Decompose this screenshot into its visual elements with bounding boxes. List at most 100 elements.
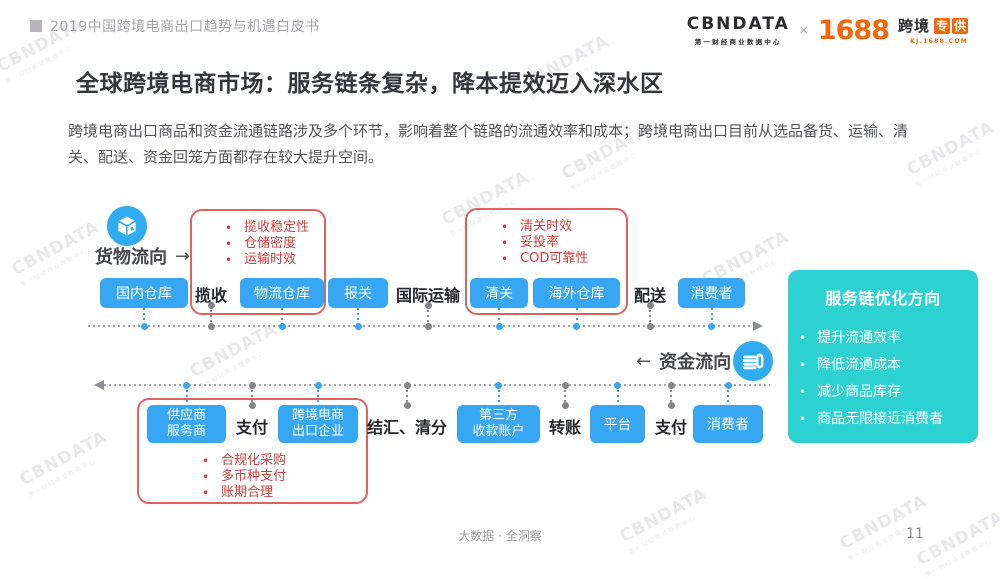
callout-bullet-text: 运输时效	[244, 252, 297, 267]
flow-connector	[710, 308, 713, 326]
flow-node-label: 国内仓库	[116, 286, 172, 302]
diagram: 货物流向 → ← 资金流向 国内仓库揽收物流仓库报关国际运输清关海外仓库配送	[88, 206, 773, 504]
bullet-icon: •	[799, 385, 807, 399]
bullet-icon: •	[225, 237, 233, 251]
panel-title: 服务链优化方向	[825, 289, 941, 308]
flow-connector	[251, 385, 253, 405]
callout-bullet: •妥投率	[501, 235, 588, 251]
flow-node-button: 清关	[470, 278, 528, 308]
callout-bullet-text: 妥投率	[520, 235, 560, 250]
logo-1688: 1688	[817, 14, 890, 46]
gong-block: 供	[952, 17, 968, 34]
flow-connector	[406, 385, 408, 405]
panel-bullet-text: 商品无限接近消费者	[817, 411, 944, 427]
kuajing-text: 跨境	[897, 17, 930, 35]
flow-node-label: 出口企业	[291, 424, 344, 439]
bullet-icon: •	[202, 454, 210, 468]
bullet-icon: •	[225, 253, 233, 267]
flow-node-text: 揽收	[194, 286, 228, 305]
flow-node-label: 跨境电商	[291, 408, 344, 423]
flow-node-button: 国内仓库	[100, 278, 188, 308]
callout-bullet: • 运输时效	[225, 252, 309, 268]
callout-bullet: •合规化采购	[202, 453, 286, 469]
bullet-icon: •	[202, 486, 210, 500]
flow-dot	[495, 322, 503, 330]
flow-node-label: 消费者	[690, 286, 733, 302]
callout-bullet: •COD可靠性	[501, 251, 588, 267]
flow-connector	[497, 385, 500, 405]
flow-connector	[427, 305, 429, 326]
goods-flow-line	[88, 325, 754, 327]
flow-connector	[143, 308, 145, 326]
flow-node-button: 供应商服务商	[147, 405, 226, 443]
flow-node-button: 物流仓库	[240, 278, 324, 308]
callout-bullet-list: •合规化采购•多币种支付•账期合理	[202, 453, 286, 501]
flow-connector	[185, 385, 188, 405]
flow-node-button: 跨境电商出口企业	[278, 405, 358, 443]
brand-lockup: CBNDATA 第一财经商业数据中心 × 1688 跨境 专 供 KJ.1688…	[687, 14, 968, 46]
page-title: 全球跨境电商市场：服务链条复杂，降本提效迈入深水区	[76, 71, 664, 97]
flow-dot	[646, 301, 654, 309]
flow-node-text: 配送	[633, 286, 667, 305]
flow-dot	[646, 322, 654, 330]
flow-dot	[561, 381, 569, 389]
callout-bullet: • 揽收稳定性	[225, 220, 309, 236]
bullet-icon: •	[225, 221, 233, 235]
flow-dot	[708, 322, 715, 330]
flow-dot	[248, 381, 256, 389]
callout-bullet-text: 揽收稳定性	[244, 220, 310, 235]
flow-node-button: 平台	[590, 405, 645, 443]
flow-node-label: 服务商	[166, 424, 206, 439]
flow-dot	[403, 401, 411, 409]
flow-connector	[357, 308, 359, 326]
zhuan-block: 专	[934, 17, 950, 34]
flow-node-label: 清关	[485, 286, 513, 302]
goods-flow-label-text: 货物流向	[95, 247, 167, 268]
callout-bullet-list: •清关时效•妥投率•COD可靠性	[501, 219, 588, 267]
cbndata-logo: CBNDATA 第一财经商业数据中心	[687, 14, 790, 46]
header-doc-title: 2019中国跨境电商出口趋势与机遇白皮书	[50, 19, 320, 35]
flow-node-label: 消费者	[707, 417, 749, 433]
intro-paragraph: 跨境电商出口商品和资金流通链路涉及多个环节，影响着整个链路的流通效率和成本；跨境…	[68, 122, 909, 166]
right-arrow-icon: →	[175, 245, 191, 267]
page-number: 11	[906, 526, 924, 542]
flow-node-button: 消费者	[693, 405, 763, 443]
flow-dot	[278, 322, 286, 330]
left-arrow-icon: ←	[636, 350, 652, 372]
flow-dot	[314, 381, 322, 389]
flow-dot	[183, 381, 190, 389]
panel-bullet: •提升流通效率	[799, 325, 978, 352]
callout-bullet-list: •揽收稳定性•仓储密度•运输时效	[225, 220, 309, 268]
flow-dot	[561, 401, 569, 409]
flow-dot	[403, 381, 411, 389]
money-icon	[733, 341, 773, 381]
panel-bullet: •降低流通成本	[799, 352, 978, 379]
flow-node-button: 第三方收款账户	[457, 405, 540, 443]
flow-connector	[564, 385, 566, 405]
panel-bullet-list: •提升流通效率•降低流通成本 • 减少商品库存 • 商品无限接近消费者	[788, 325, 978, 433]
flow-node-label: 报关	[344, 286, 372, 302]
goods-line-arrowhead-icon	[753, 321, 763, 331]
goods-flow-label: 货物流向 →	[95, 243, 190, 269]
callout-bullet-text: COD可靠性	[520, 251, 589, 266]
capital-line-arrowhead-icon	[94, 380, 104, 390]
flow-node-button: 消费者	[678, 278, 745, 308]
flow-node-label: 第三方	[478, 408, 518, 423]
multiply-icon: ×	[798, 23, 809, 37]
flow-dot	[140, 322, 148, 330]
capital-flow-line	[104, 384, 770, 386]
bullet-icon: •	[202, 470, 210, 484]
kuajing-zhuangong-row: 跨境 专 供	[898, 15, 968, 36]
header: 2019中国跨境电商出口趋势与机遇白皮书	[30, 16, 320, 36]
flow-node-label: 海外仓库	[548, 286, 605, 302]
bullet-icon: •	[501, 220, 509, 234]
flow-dot	[424, 322, 432, 330]
flow-connector	[670, 385, 672, 405]
bullet-icon: •	[799, 412, 807, 426]
flow-dot	[614, 381, 621, 389]
flow-dot	[724, 381, 732, 389]
flow-node-label: 平台	[603, 417, 632, 433]
cbndata-wordmark: CBNDATA	[686, 14, 790, 34]
panel-bullet-text: 减少商品库存	[817, 384, 902, 400]
callout-box: •清关时效•妥投率•COD可靠性	[465, 208, 628, 315]
